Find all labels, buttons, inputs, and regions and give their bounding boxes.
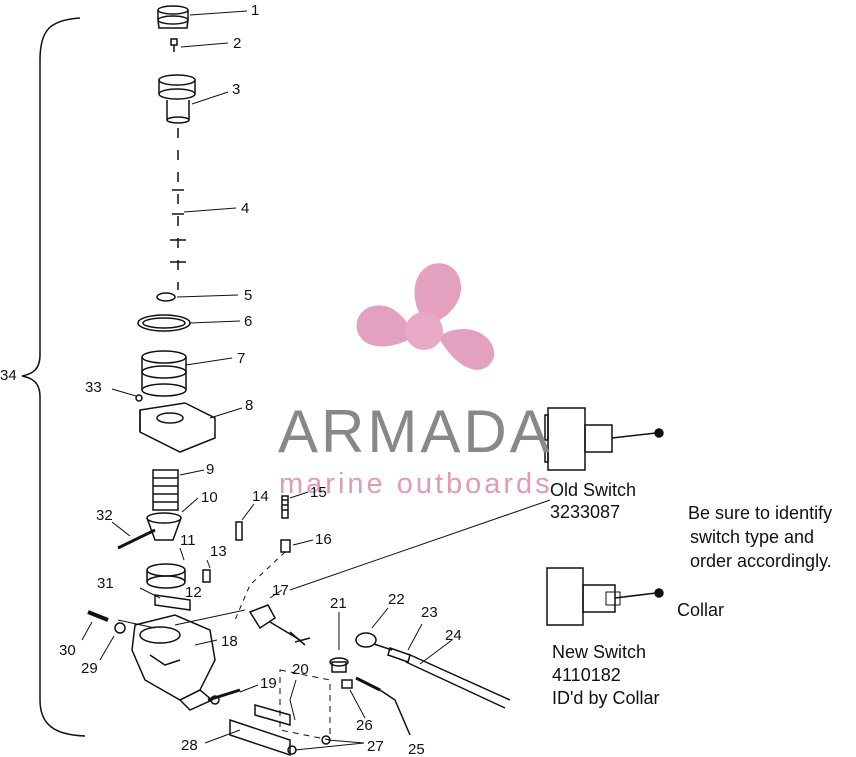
callout-22: 22	[388, 591, 405, 608]
spring-small-13	[202, 569, 211, 583]
rod-end-part-22	[355, 632, 393, 651]
watermark-tagline: marine outboards	[279, 468, 553, 500]
callout-31: 31	[97, 575, 114, 592]
callout-10: 10	[201, 489, 218, 506]
callout-32: 32	[96, 507, 113, 524]
switch-part-17	[248, 604, 311, 646]
cable-end-part-23	[387, 647, 411, 663]
link-part-12	[154, 594, 191, 611]
cap-part	[157, 5, 189, 29]
old-switch-part-number: 3233087	[550, 502, 621, 522]
dash-frame-20	[279, 669, 331, 741]
callout-33: 33	[85, 379, 102, 396]
pin-part-14	[235, 521, 243, 541]
housing-part	[158, 74, 196, 124]
spring-part-9	[152, 469, 179, 511]
callout-7: 7	[237, 350, 246, 367]
callout-24: 24	[445, 627, 462, 644]
callout-16: 16	[315, 531, 332, 548]
callout-26: 26	[356, 717, 373, 734]
assembly-brace	[21, 17, 86, 737]
callout-30: 30	[59, 642, 76, 659]
instruction-line-1: Be sure to identify	[688, 503, 833, 523]
callout-15: 15	[310, 484, 327, 501]
base-plate-part-8	[139, 402, 216, 453]
callout-13: 13	[210, 543, 227, 560]
cable-part-24	[405, 653, 511, 709]
new-switch-part	[546, 567, 664, 626]
screw-part-19	[207, 688, 241, 705]
callout-11: 11	[180, 532, 196, 549]
main-housing-part-18	[131, 614, 216, 711]
new-switch-note: ID'd by Collar	[552, 688, 660, 708]
callout-1: 1	[251, 2, 260, 19]
callout-29: 29	[81, 660, 98, 677]
old-switch-label: Old Switch	[550, 480, 637, 500]
new-switch-label: New Switch	[552, 642, 647, 662]
new-switch-part-number: 4110182	[552, 665, 621, 685]
callout-9: 9	[206, 461, 215, 478]
cam-part-10	[146, 512, 182, 541]
callout-20: 20	[292, 661, 309, 678]
callout-6: 6	[244, 313, 253, 330]
bolt-part-21	[329, 612, 349, 673]
nuts-part-27	[287, 735, 365, 755]
cable-part-25	[355, 676, 411, 736]
instruction-line-3: order accordingly.	[690, 551, 832, 571]
callout-23: 23	[421, 604, 438, 621]
actuator-part-28	[229, 704, 291, 757]
screw-part-30	[87, 610, 109, 622]
collar-label: Collar	[677, 600, 725, 620]
washer-part-29	[114, 622, 126, 634]
screw-part-15	[281, 495, 289, 519]
callout-17: 17	[272, 582, 289, 599]
pin-part-32	[117, 528, 156, 550]
nut-part-26	[341, 679, 353, 689]
callout-25: 25	[408, 741, 425, 757]
watermark-brand: ARMADA	[278, 398, 553, 465]
part-16	[280, 539, 291, 553]
callout-2: 2	[233, 35, 242, 52]
callout-3: 3	[232, 81, 241, 98]
propeller-logo	[356, 263, 495, 370]
seal-ring-part	[137, 314, 191, 332]
callout-8: 8	[245, 397, 254, 414]
instruction-line-2: switch type and	[690, 527, 815, 547]
callout-18: 18	[221, 633, 238, 650]
callout-14: 14	[252, 488, 269, 505]
old-switch-part	[544, 407, 664, 471]
circle-small-33	[135, 394, 143, 402]
callout-34: 34	[0, 367, 17, 384]
disc-part-5	[156, 292, 176, 302]
callout-12: 12	[185, 584, 202, 601]
spring-stack-part-7	[141, 350, 187, 397]
callout-5: 5	[244, 287, 253, 304]
callout-4: 4	[241, 200, 250, 217]
callout-21: 21	[330, 595, 347, 612]
callout-19: 19	[260, 675, 277, 692]
ring-part-11	[146, 563, 186, 589]
callout-27: 27	[367, 738, 384, 755]
screw-part	[170, 38, 178, 52]
callout-28: 28	[181, 737, 198, 754]
